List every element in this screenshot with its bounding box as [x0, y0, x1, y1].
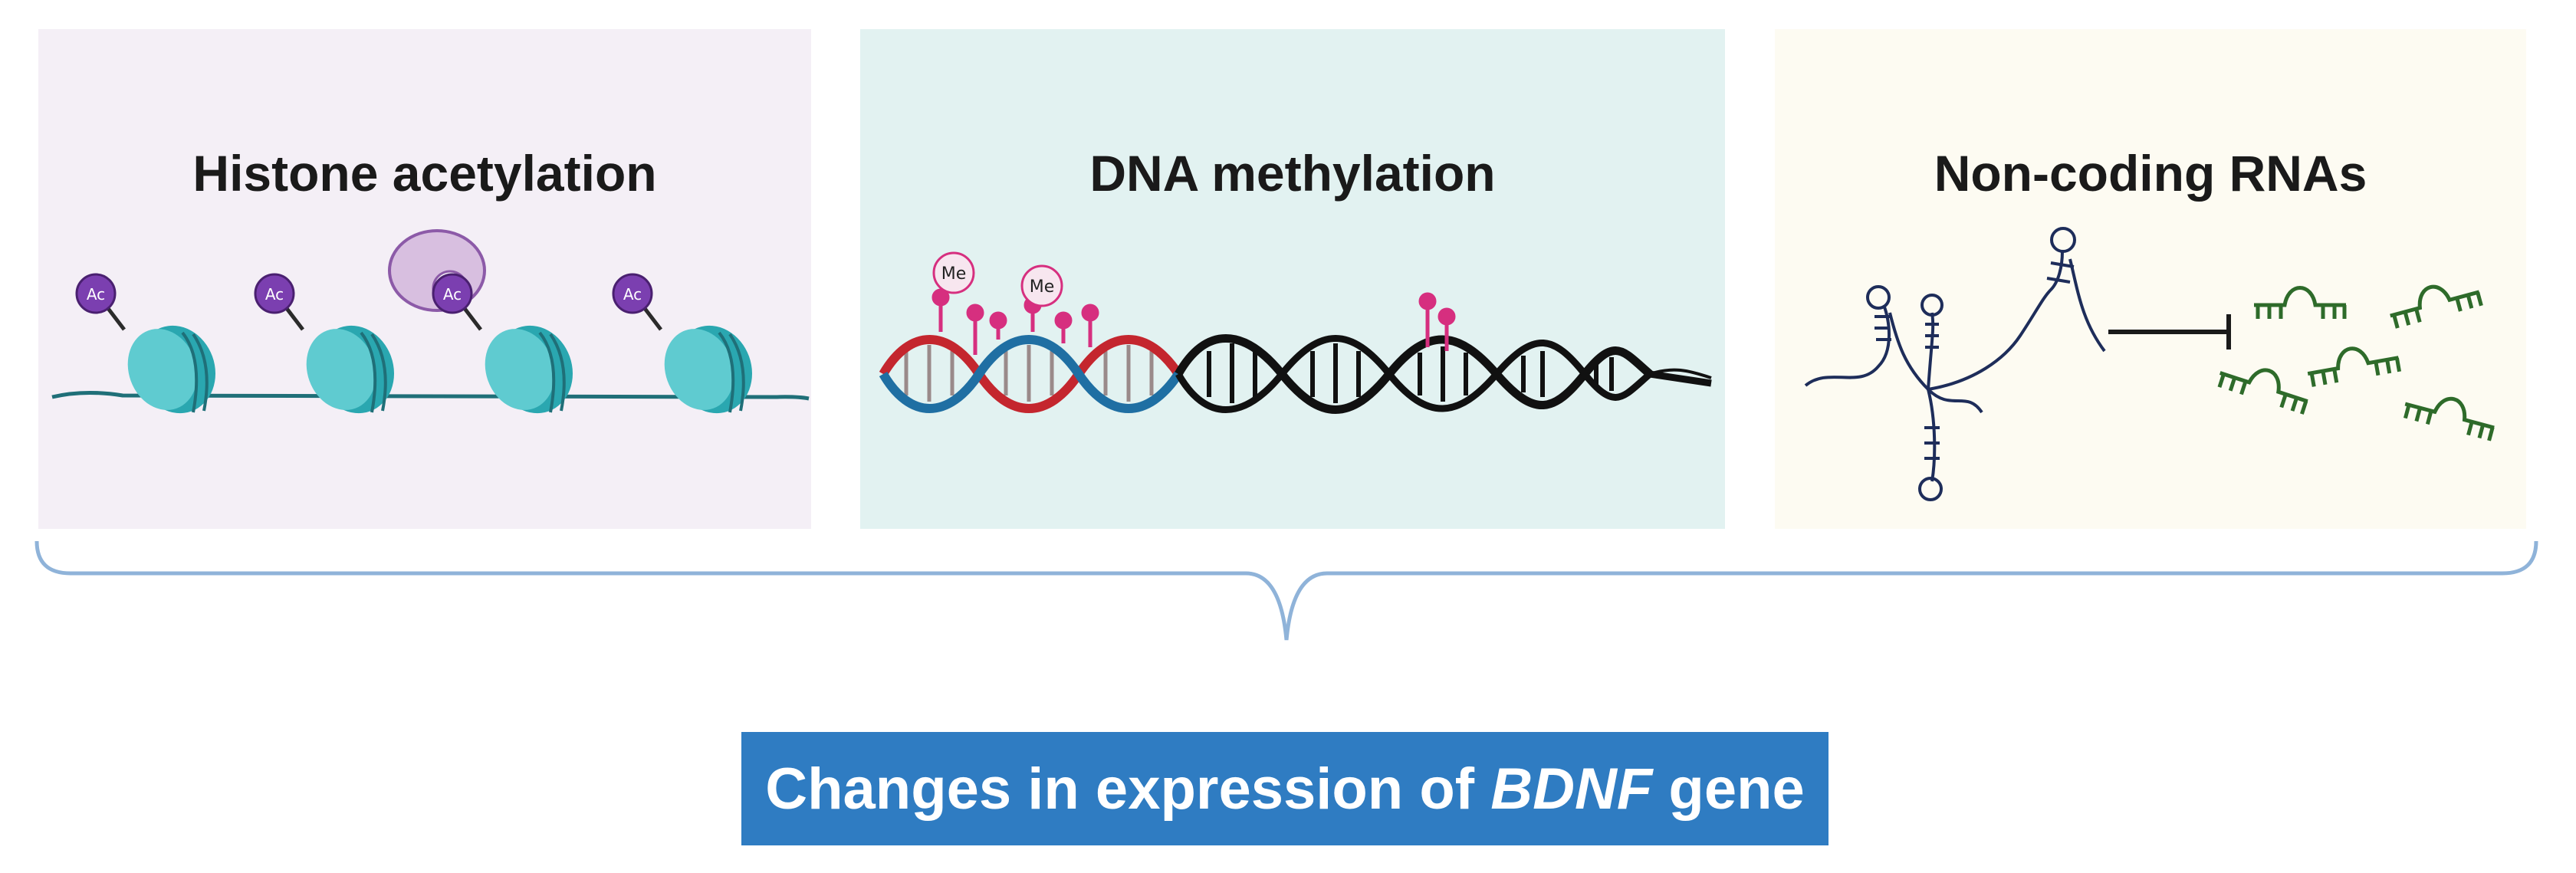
histone-acetylation-title: Histone acetylation: [192, 145, 657, 202]
methyl-mark-icon: [932, 288, 1456, 355]
helix-rungs-black: [1207, 343, 1614, 403]
methyl-badge-icon: Me: [1020, 264, 1063, 307]
nucleosome-icon: [306, 325, 395, 414]
mirna-icon: [2217, 284, 2495, 441]
non-coding-rnas-panel: Non-coding RNAs: [1775, 29, 2526, 529]
acetyl-mark-icon: Ac: [432, 273, 482, 331]
svg-text:Me: Me: [1030, 277, 1055, 297]
svg-text:Ac: Ac: [623, 285, 642, 304]
gene-name: BDNF: [1490, 756, 1653, 822]
result-box: Changes in expression of BDNF gene: [741, 732, 1829, 845]
svg-text:Ac: Ac: [87, 285, 105, 304]
svg-text:Ac: Ac: [265, 285, 284, 304]
histone-acetylation-panel: Histone acetylation: [38, 29, 811, 529]
nucleosome-illustration: Ac Ac Ac Ac: [51, 229, 810, 414]
svg-text:Me: Me: [941, 264, 967, 284]
non-coding-rnas-title: Non-coding RNAs: [1934, 145, 2367, 202]
nucleosome-icon: [664, 325, 753, 414]
dna-methylation-title: DNA methylation: [1089, 145, 1496, 202]
dna-helix-illustration: Me Me: [879, 251, 1712, 414]
acetyl-mark-icon: Ac: [612, 273, 662, 331]
rna-illustration: [1804, 227, 2495, 501]
svg-text:Ac: Ac: [443, 285, 462, 304]
dna-methylation-panel: DNA methylation: [860, 29, 1725, 529]
result-suffix: gene: [1652, 756, 1805, 822]
acetyl-mark-icon: Ac: [75, 273, 126, 331]
acetyl-mark-icon: Ac: [254, 273, 304, 331]
result-prefix: Changes in expression of: [765, 756, 1491, 822]
helix-rungs: [904, 345, 1154, 402]
nucleosome-icon: [485, 325, 573, 414]
nucleosome-icon: [127, 325, 216, 414]
inhibition-arrow-icon: [2108, 314, 2231, 350]
noncoding-rna-icon: [1804, 227, 2106, 501]
methyl-badge-icon: Me: [932, 251, 975, 294]
